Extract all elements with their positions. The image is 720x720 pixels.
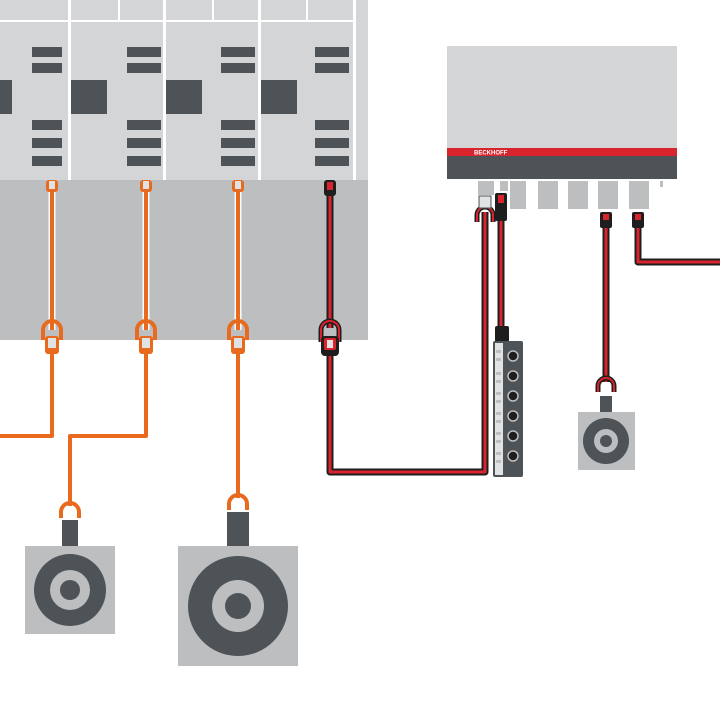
drive-module-2	[71, 0, 163, 180]
orange-cable-2	[66, 190, 150, 506]
orange-plug-2	[140, 180, 152, 192]
orange-coupler-2	[135, 319, 157, 354]
motor-large	[178, 493, 298, 666]
red-coupler	[318, 318, 342, 356]
orange-cables	[0, 190, 242, 506]
motor-small-right	[578, 375, 635, 470]
io-box-cable-plug	[495, 326, 509, 342]
controller-unit: BECKHOFF	[447, 46, 677, 209]
brand-label: BECKHOFF	[474, 151, 508, 157]
io-led	[496, 350, 501, 463]
drive-led-strip	[32, 47, 62, 57]
drive-cabinet	[0, 0, 368, 340]
motor-small-left	[25, 501, 115, 634]
drive-module-3	[166, 0, 258, 180]
io-box	[493, 326, 523, 477]
controller-red-stripe	[447, 148, 677, 156]
orange-plug-1	[46, 180, 58, 192]
drive-module-1	[0, 0, 68, 180]
controller-cables	[497, 220, 720, 382]
controller-plugs	[474, 193, 644, 228]
controller-ports	[478, 181, 663, 209]
orange-coupler-1	[41, 319, 63, 354]
controller-housing	[447, 46, 677, 148]
io-port	[507, 350, 519, 462]
drive-module-4	[261, 0, 353, 180]
red-cable-drive	[326, 190, 489, 476]
orange-plug-3	[232, 180, 244, 192]
orange-couplers	[41, 319, 249, 354]
drive-display	[0, 80, 12, 114]
controller-base	[447, 156, 677, 179]
orange-cable-1	[0, 190, 56, 440]
cabinet-end-plate	[356, 0, 368, 180]
cabinet-lower-panel	[0, 180, 368, 340]
orange-coupler-3	[227, 319, 249, 354]
orange-drive-plugs	[46, 180, 244, 192]
red-drive-plug	[324, 180, 336, 196]
